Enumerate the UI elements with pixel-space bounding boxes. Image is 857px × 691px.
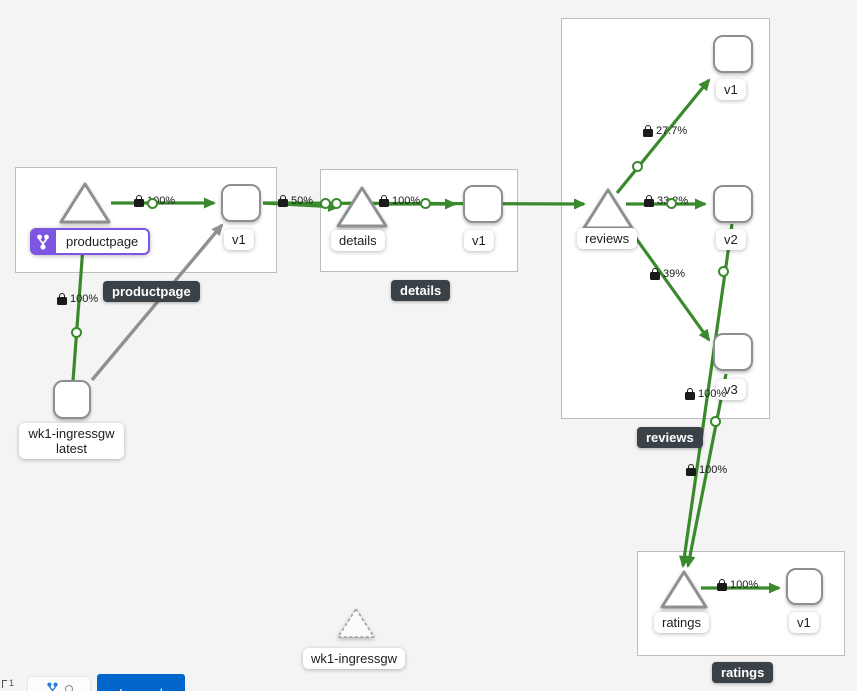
node-label-line1: wk1-ingressgw [28,426,115,441]
mtls-lock-icon [717,579,727,591]
edge-circle-marker [666,198,677,209]
node-label-productpage[interactable]: productpage [30,228,151,255]
node-label-ratings[interactable]: ratings [654,612,710,633]
node-label-idle-ingressgw[interactable]: wk1-ingressgw [303,648,405,669]
hover-badge-reviews: reviews [637,427,703,448]
toolbar-counter: 1 [9,678,15,688]
mtls-lock-icon [278,195,288,207]
edge-traffic-pct: 50% [291,195,314,207]
edge-label-details-v1[interactable]: 100% [379,195,420,207]
edge-traffic-pct: 100% [392,195,421,207]
edge-circle-marker [320,198,331,209]
edge-label-ratings-v1[interactable]: 100% [717,579,758,591]
hover-badge-productpage: productpage [103,281,200,302]
edge-traffic-pct: 100% [730,579,759,591]
service-node-productpage[interactable] [55,178,115,228]
workload-node-ingressgw[interactable] [53,380,91,419]
node-label-reviews-v3[interactable]: v3 [716,379,746,400]
toolbar-glyph-icon [2,680,7,688]
mtls-lock-icon [134,195,144,207]
toolbar-card[interactable] [28,677,90,691]
edge-label-productpage-details[interactable]: 50% [278,195,313,207]
hover-badge-details: details [391,280,451,301]
circle-glyph-icon [64,685,73,691]
node-label-ratings-v1[interactable]: v1 [789,612,819,633]
edge-label-v2-ratings[interactable]: 100% [685,388,726,400]
hover-badge-ratings: ratings [712,662,774,683]
toolbar-fragment: 1 [2,678,14,688]
edge-ingress-to-productpage-v1-gray[interactable] [90,223,224,382]
graph-branch-icon [46,682,58,691]
edge-traffic-pct: 100% [699,464,728,476]
edge-label-reviews-v3[interactable]: 39% [650,268,685,280]
node-label-reviews-v1[interactable]: v1 [716,79,746,100]
edge-circle-marker [331,198,342,209]
mtls-lock-icon [685,388,695,400]
service-node-idle-ingressgw[interactable] [334,604,378,642]
workload-node-reviews-v2[interactable] [713,185,753,223]
node-label-details-v1[interactable]: v1 [464,230,494,251]
workload-node-reviews-v3[interactable] [713,333,753,371]
edge-label-reviews-v1[interactable]: 27.7% [643,125,687,137]
workload-node-productpage-v1[interactable] [221,184,261,222]
edge-reviews-v2-to-ratings[interactable] [678,223,734,568]
mtls-lock-icon [57,293,67,305]
edge-traffic-pct: 100% [698,388,727,400]
edge-ingress-to-productpage-service[interactable] [71,231,89,382]
mtls-lock-icon [379,195,389,207]
edge-reviews-v3-to-ratings[interactable] [684,373,728,568]
service-node-reviews[interactable] [578,184,638,234]
node-label-details[interactable]: details [331,230,385,251]
virtual-service-icon [30,228,56,255]
node-label-line2: latest [55,441,88,456]
node-label-ingressgw[interactable]: wk1-ingressgw latest [19,423,124,459]
legend-button[interactable]: Legend [97,674,185,691]
service-node-details[interactable] [332,182,392,232]
edge-circle-marker [710,416,721,427]
mtls-lock-icon [644,195,654,207]
edge-circle-marker [71,327,82,338]
node-label-productpage-v1[interactable]: v1 [224,229,254,250]
node-label-text: productpage [56,228,151,255]
mtls-lock-icon [643,125,653,137]
workload-node-details-v1[interactable] [463,185,503,223]
edge-traffic-pct: 39% [663,268,686,280]
edge-circle-marker [147,198,158,209]
edge-circle-marker [718,266,729,277]
workload-node-reviews-v1[interactable] [713,35,753,73]
mtls-lock-icon [650,268,660,280]
edge-reviews-service-to-v1[interactable] [615,78,711,195]
service-node-ratings[interactable] [656,566,712,612]
edge-label-ingress-productpage[interactable]: 100% [57,293,98,305]
edge-circle-marker [632,161,643,172]
mtls-lock-icon [686,464,696,476]
edge-label-v3-ratings[interactable]: 100% [686,464,727,476]
workload-node-ratings-v1[interactable] [786,568,823,605]
node-label-reviews[interactable]: reviews [577,228,638,249]
node-label-reviews-v2[interactable]: v2 [716,229,746,250]
edge-traffic-pct: 100% [70,293,99,305]
edge-circle-marker [420,198,431,209]
edge-traffic-pct: 27.7% [656,125,688,137]
